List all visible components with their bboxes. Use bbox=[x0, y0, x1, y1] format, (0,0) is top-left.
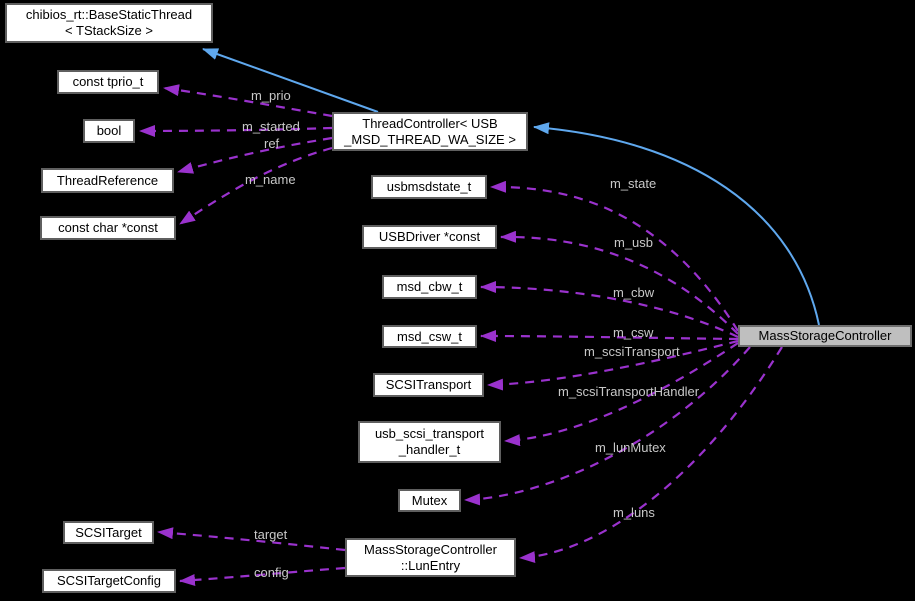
node-scsitarget[interactable]: SCSITarget bbox=[63, 521, 154, 544]
edge-label-m-state: m_state bbox=[610, 176, 656, 191]
node-usbmsdstate-t[interactable]: usbmsdstate_t bbox=[371, 175, 487, 199]
edge-label-m-lunmutex: m_lunMutex bbox=[595, 440, 666, 455]
node-bool[interactable]: bool bbox=[83, 119, 135, 143]
edge-label-m-scsitransport: m_scsiTransport bbox=[584, 344, 680, 359]
node-msd-cbw-t[interactable]: msd_cbw_t bbox=[382, 275, 477, 299]
usage-edge-m-started bbox=[139, 124, 333, 137]
usage-edge-m-lunmutex bbox=[464, 346, 751, 506]
node-threadreference[interactable]: ThreadReference bbox=[41, 168, 174, 193]
usage-edge-m-prio bbox=[163, 84, 333, 118]
node-usb-scsi-transport-handler-t[interactable]: usb_scsi_transport _handler_t bbox=[358, 421, 501, 463]
node-msd-csw-t[interactable]: msd_csw_t bbox=[382, 325, 477, 348]
edge-label-m-cbw: m_cbw bbox=[613, 285, 655, 300]
usage-edge-target bbox=[157, 527, 346, 552]
node-threadcontroller[interactable]: ThreadController< USB _MSD_THREAD_WA_SIZ… bbox=[332, 112, 528, 151]
inheritance-edge-massstoragecontroller-to-threadcontroller bbox=[533, 122, 820, 326]
usage-edge-m-scsitransporthandler bbox=[504, 342, 739, 447]
node-chibios-rt-basestaticthread[interactable]: chibios_rt::BaseStaticThread < TStackSiz… bbox=[5, 3, 213, 43]
usage-edge-m-state bbox=[490, 180, 739, 332]
node-mutex[interactable]: Mutex bbox=[398, 489, 461, 512]
node-scsitargetconfig[interactable]: SCSITargetConfig bbox=[42, 569, 176, 593]
edge-label-m-prio: m_prio bbox=[251, 88, 291, 103]
edge-label-m-usb: m_usb bbox=[614, 235, 653, 250]
edge-label-m-started: m_started bbox=[242, 119, 300, 134]
edge-label-m-csw: m_csw bbox=[613, 325, 654, 340]
node-massstoragecontroller[interactable]: MassStorageController bbox=[738, 325, 912, 347]
edge-label-ref: ref bbox=[264, 136, 280, 151]
edge-label-m-luns: m_luns bbox=[613, 505, 655, 520]
edge-label-target: target bbox=[254, 527, 288, 542]
usage-edge-ref bbox=[177, 136, 333, 174]
node-massstoragecontroller-lunentry[interactable]: MassStorageController ::LunEntry bbox=[345, 538, 516, 577]
node-scsitransport[interactable]: SCSITransport bbox=[373, 373, 484, 397]
edge-label-m-scsitransporthandler: m_scsiTransportHandler bbox=[558, 384, 700, 399]
usage-edge-m-csw bbox=[480, 330, 739, 343]
usage-edge-m-cbw bbox=[480, 281, 739, 338]
node-const-tprio-t[interactable]: const tprio_t bbox=[57, 70, 159, 94]
usage-edge-m-scsitransport bbox=[487, 339, 739, 391]
edge-label-config: config bbox=[254, 565, 289, 580]
node-const-char-const[interactable]: const char *const bbox=[40, 216, 176, 240]
usage-edge-m-usb bbox=[500, 230, 739, 335]
usage-edge-config bbox=[179, 566, 346, 586]
node-usbdriver-const[interactable]: USBDriver *const bbox=[362, 225, 497, 249]
inheritance-edge-threadcontroller-to-basestaticthread bbox=[202, 48, 379, 113]
edge-label-m-name: m_name bbox=[245, 172, 296, 187]
usage-edge-m-name bbox=[179, 146, 333, 225]
